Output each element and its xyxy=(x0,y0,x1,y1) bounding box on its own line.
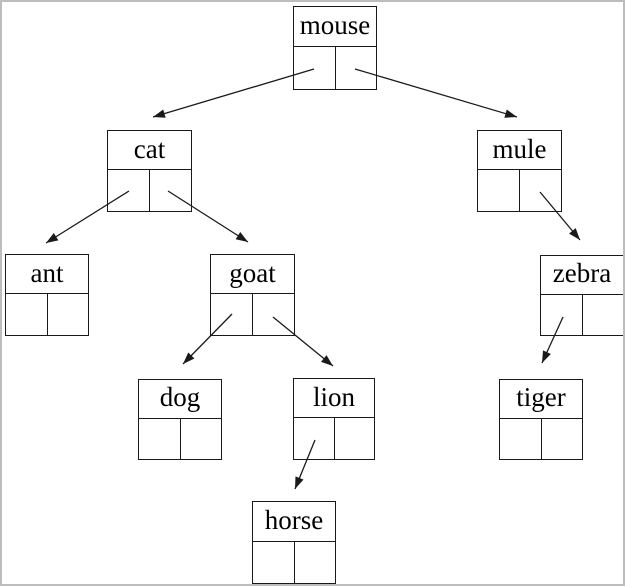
right-pointer-cell xyxy=(149,170,191,211)
left-pointer-cell xyxy=(478,170,519,211)
node-label: tiger xyxy=(500,380,582,419)
node-pointer-cells xyxy=(294,47,376,89)
left-pointer-cell xyxy=(253,542,294,583)
right-pointer-cell xyxy=(519,170,561,211)
edge-mouse-cat xyxy=(152,68,315,118)
node-pointer-cells xyxy=(500,418,583,459)
node-label: dog xyxy=(139,380,221,419)
tree-node-mouse: mouse xyxy=(293,6,377,90)
left-pointer-cell xyxy=(211,294,252,335)
right-pointer-cell xyxy=(293,541,336,583)
node-pointer-cells xyxy=(139,418,222,459)
node-pointer-cells xyxy=(6,294,88,335)
tree-node-cat: cat xyxy=(107,130,192,212)
tree-node-lion: lion xyxy=(293,378,375,460)
left-pointer-cell xyxy=(294,418,334,459)
right-pointer-cell xyxy=(333,418,375,459)
node-label: ant xyxy=(6,255,88,295)
node-pointer-cells xyxy=(478,170,561,211)
node-label: mule xyxy=(478,131,561,171)
left-pointer-cell xyxy=(294,47,335,89)
node-label: lion xyxy=(294,379,374,419)
node-label: zebra xyxy=(541,256,623,295)
tree-node-goat: goat xyxy=(210,254,295,336)
tree-node-dog: dog xyxy=(138,379,222,460)
tree-node-zebra: zebra xyxy=(540,255,624,336)
right-pointer-cell xyxy=(334,47,377,89)
node-label: cat xyxy=(108,131,191,171)
node-label: goat xyxy=(211,255,294,295)
node-pointer-cells xyxy=(253,541,336,583)
right-pointer-cell xyxy=(252,294,294,335)
right-pointer-cell xyxy=(581,294,624,335)
tree-node-ant: ant xyxy=(5,254,89,336)
node-pointer-cells xyxy=(211,294,294,335)
left-pointer-cell xyxy=(139,419,180,459)
left-pointer-cell xyxy=(541,295,582,335)
node-label: mouse xyxy=(294,7,376,48)
right-pointer-cell xyxy=(179,418,222,459)
tree-node-tiger: tiger xyxy=(499,379,583,460)
node-label: horse xyxy=(253,502,335,542)
tree-node-mule: mule xyxy=(477,130,562,212)
left-pointer-cell xyxy=(6,294,47,335)
tree-node-horse: horse xyxy=(252,501,336,584)
left-pointer-cell xyxy=(500,419,541,459)
node-pointer-cells xyxy=(294,418,374,459)
edge-mouse-mule xyxy=(354,68,518,118)
right-pointer-cell xyxy=(46,294,89,335)
right-pointer-cell xyxy=(540,418,583,459)
node-pointer-cells xyxy=(108,170,191,211)
node-pointer-cells xyxy=(541,294,624,335)
left-pointer-cell xyxy=(108,170,149,211)
